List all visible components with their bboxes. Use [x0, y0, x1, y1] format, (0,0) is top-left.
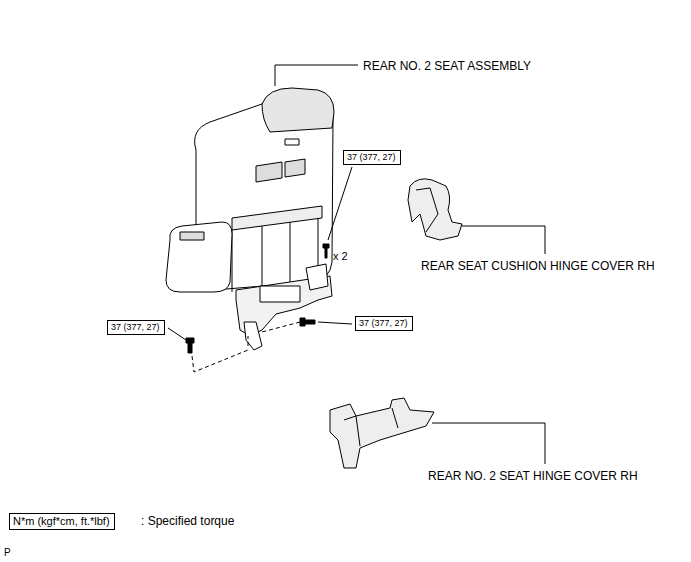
part-name: REAR NO. 2 SEAT HINGE COVER RH: [428, 469, 638, 483]
headrest: [262, 88, 334, 132]
leader-line: [318, 322, 352, 324]
seat-handle: [256, 159, 305, 182]
leader-line: [168, 328, 186, 340]
bolt: [323, 244, 329, 258]
leader-line: [328, 167, 352, 240]
legend-text: : Specified torque: [141, 514, 234, 528]
part-name: REAR SEAT CUSHION HINGE COVER RH: [421, 259, 655, 273]
legend-unit-box: N*m (kgf*cm, ft.*lbf): [9, 513, 115, 530]
bracket-box: [260, 286, 300, 302]
torque-value: N*m (kgf*cm, ft.*lbf): [13, 515, 111, 528]
torque-value: 37 (377, 27): [347, 152, 397, 163]
cushion-hinge-cover: [408, 179, 462, 240]
hidden-line: [192, 322, 300, 372]
torque-value: 37 (377, 27): [111, 322, 161, 333]
bolt: [300, 318, 315, 326]
page-mark: P: [4, 546, 11, 560]
seat-panel: [285, 139, 299, 145]
quantity-note: x 2: [333, 249, 348, 263]
seat-recess: [232, 206, 322, 230]
torque-box: 37 (377, 27): [107, 320, 165, 335]
seat-cushion: [166, 222, 232, 292]
leader-line: [275, 65, 358, 86]
cover-detail: [344, 408, 398, 446]
leader-line: [462, 226, 545, 254]
seat-hinge-cover: [330, 398, 434, 468]
part-name: REAR NO. 2 SEAT ASSEMBLY: [363, 59, 531, 73]
bracket-leg: [244, 322, 262, 350]
bracket-right: [306, 264, 328, 290]
torque-value: 37 (377, 27): [359, 318, 409, 329]
torque-box: 37 (377, 27): [343, 150, 401, 165]
cover-detail: [416, 188, 438, 232]
leader-line: [432, 423, 545, 464]
cushion-handle: [180, 232, 204, 240]
bolt: [186, 338, 194, 353]
torque-box: 37 (377, 27): [355, 316, 413, 331]
